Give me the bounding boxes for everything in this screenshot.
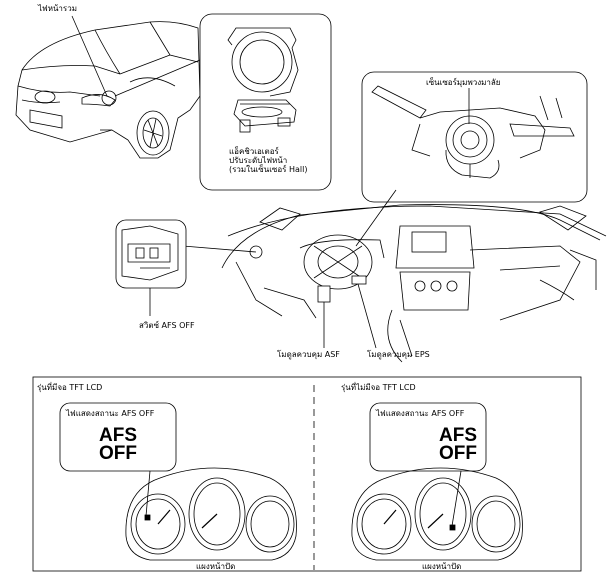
left-indicator-label: ไฟแสดงสถานะ AFS OFF <box>66 409 155 418</box>
actuator-label: แอ็คชิวเอเตอร์ ปรับระดับไฟหน้า (รวมในเซ็… <box>229 147 308 175</box>
right-indicator-label: ไฟแสดงสถานะ AFS OFF <box>376 409 465 418</box>
right-afs-off-symbol: AFS OFF <box>428 425 488 464</box>
left-instrument-cluster <box>125 467 297 561</box>
right-afs-text: AFS <box>439 425 477 446</box>
left-afs-text: AFS <box>99 425 137 446</box>
headlight-leader <box>71 15 108 97</box>
left-indicator-leader <box>145 470 151 517</box>
headlight-label: ไฟหน้ารวม <box>38 4 77 13</box>
eps-module-leader <box>357 283 377 349</box>
bottom-frame <box>32 376 582 572</box>
steering-sensor-label: เซ็นเซอร์มุมพวงมาลัย <box>426 78 501 87</box>
steering-sensor-illustration <box>371 85 575 179</box>
left-off-text: OFF <box>99 443 137 464</box>
steering-to-dash-leader <box>355 189 397 247</box>
right-afs-indicator-light <box>449 524 456 531</box>
eps-module-label: โมดูลควบคุม EPS <box>367 350 430 359</box>
steering-sensor-callout-box <box>361 71 588 203</box>
left-cluster-label: แผงหน้าปัด <box>196 562 236 571</box>
car-illustration <box>15 21 201 159</box>
right-cluster-label: แผงหน้าปัด <box>422 562 462 571</box>
left-panel-title: รุ่นที่มีจอ TFT LCD <box>37 383 103 392</box>
actuator-illustration <box>227 27 299 133</box>
asf-module-label: โมดูลควบคุม ASF <box>277 350 340 359</box>
right-instrument-cluster <box>351 467 523 561</box>
left-afs-off-symbol: AFS OFF <box>88 425 148 464</box>
afs-switch-label: สวิตซ์ AFS OFF <box>139 321 195 330</box>
headlight-callout-circle <box>101 90 117 106</box>
right-indicator-callout-box <box>369 402 487 472</box>
dashboard-illustration <box>221 204 607 363</box>
right-indicator-leader <box>451 470 462 527</box>
left-afs-indicator-light <box>144 514 151 521</box>
left-indicator-callout-box <box>59 402 177 472</box>
afs-switch-callout-box <box>115 219 187 289</box>
actuator-callout-box <box>199 13 332 191</box>
switch-to-dash-leader <box>182 245 257 253</box>
right-panel-title: รุ่นที่ไม่มีจอ TFT LCD <box>341 383 416 392</box>
actuator-leader <box>114 59 201 97</box>
afs-switch-illustration <box>121 225 179 281</box>
right-off-text: OFF <box>439 443 477 464</box>
